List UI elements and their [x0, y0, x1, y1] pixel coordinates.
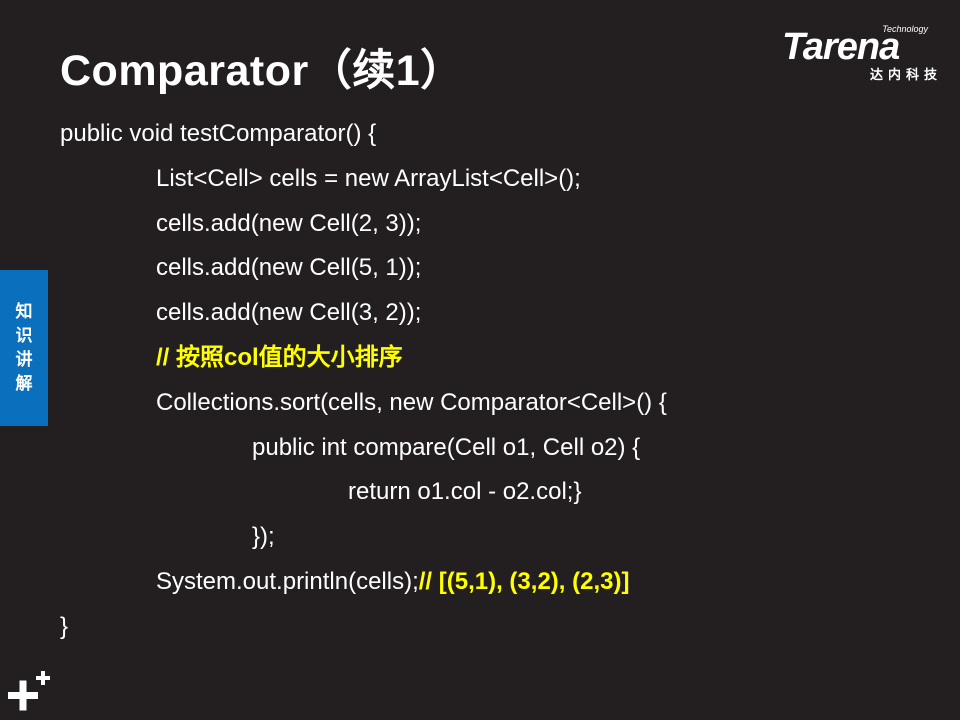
code-block: public void testComparator() { List<Cell… — [60, 112, 667, 650]
code-line: } — [60, 612, 69, 640]
code-comment: // [(5,1), (3,2), (2,3)] — [418, 567, 630, 595]
side-tab-char: 讲 — [15, 350, 33, 369]
side-tab-char: 知 — [15, 302, 33, 321]
plus-icon — [8, 671, 50, 711]
logo-name: Tarena — [782, 26, 900, 68]
logo-chinese-name: 达内科技 — [869, 67, 942, 82]
code-text: System.out.println(cells); — [156, 567, 419, 595]
code-comment: // 按照col值的大小排序 — [156, 343, 403, 371]
code-line: Collections.sort(cells, new Comparator<C… — [156, 388, 667, 416]
code-line: }); — [252, 523, 275, 551]
code-line: List<Cell> cells = new ArrayList<Cell>()… — [156, 164, 581, 192]
code-line: public void testComparator() { — [60, 120, 377, 147]
code-line: cells.add(new Cell(2, 3)); — [156, 209, 422, 237]
side-tab-char: 解 — [15, 374, 33, 393]
side-tab-char: 识 — [15, 326, 33, 345]
code-line: cells.add(new Cell(3, 2)); — [156, 299, 422, 327]
slide-title: Comparator（续1） — [60, 47, 464, 95]
logo-tagline: Technology — [882, 24, 928, 34]
code-line: return o1.col - o2.col;} — [348, 478, 582, 506]
side-tab-knowledge: 知 识 讲 解 — [0, 270, 48, 426]
code-line: cells.add(new Cell(5, 1)); — [156, 254, 422, 282]
tarena-logo: Technology Tarena 达内科技 — [782, 22, 946, 84]
code-line-output: System.out.println(cells);// [(5,1), (3,… — [60, 560, 667, 605]
code-line: public int compare(Cell o1, Cell o2) { — [252, 433, 641, 461]
